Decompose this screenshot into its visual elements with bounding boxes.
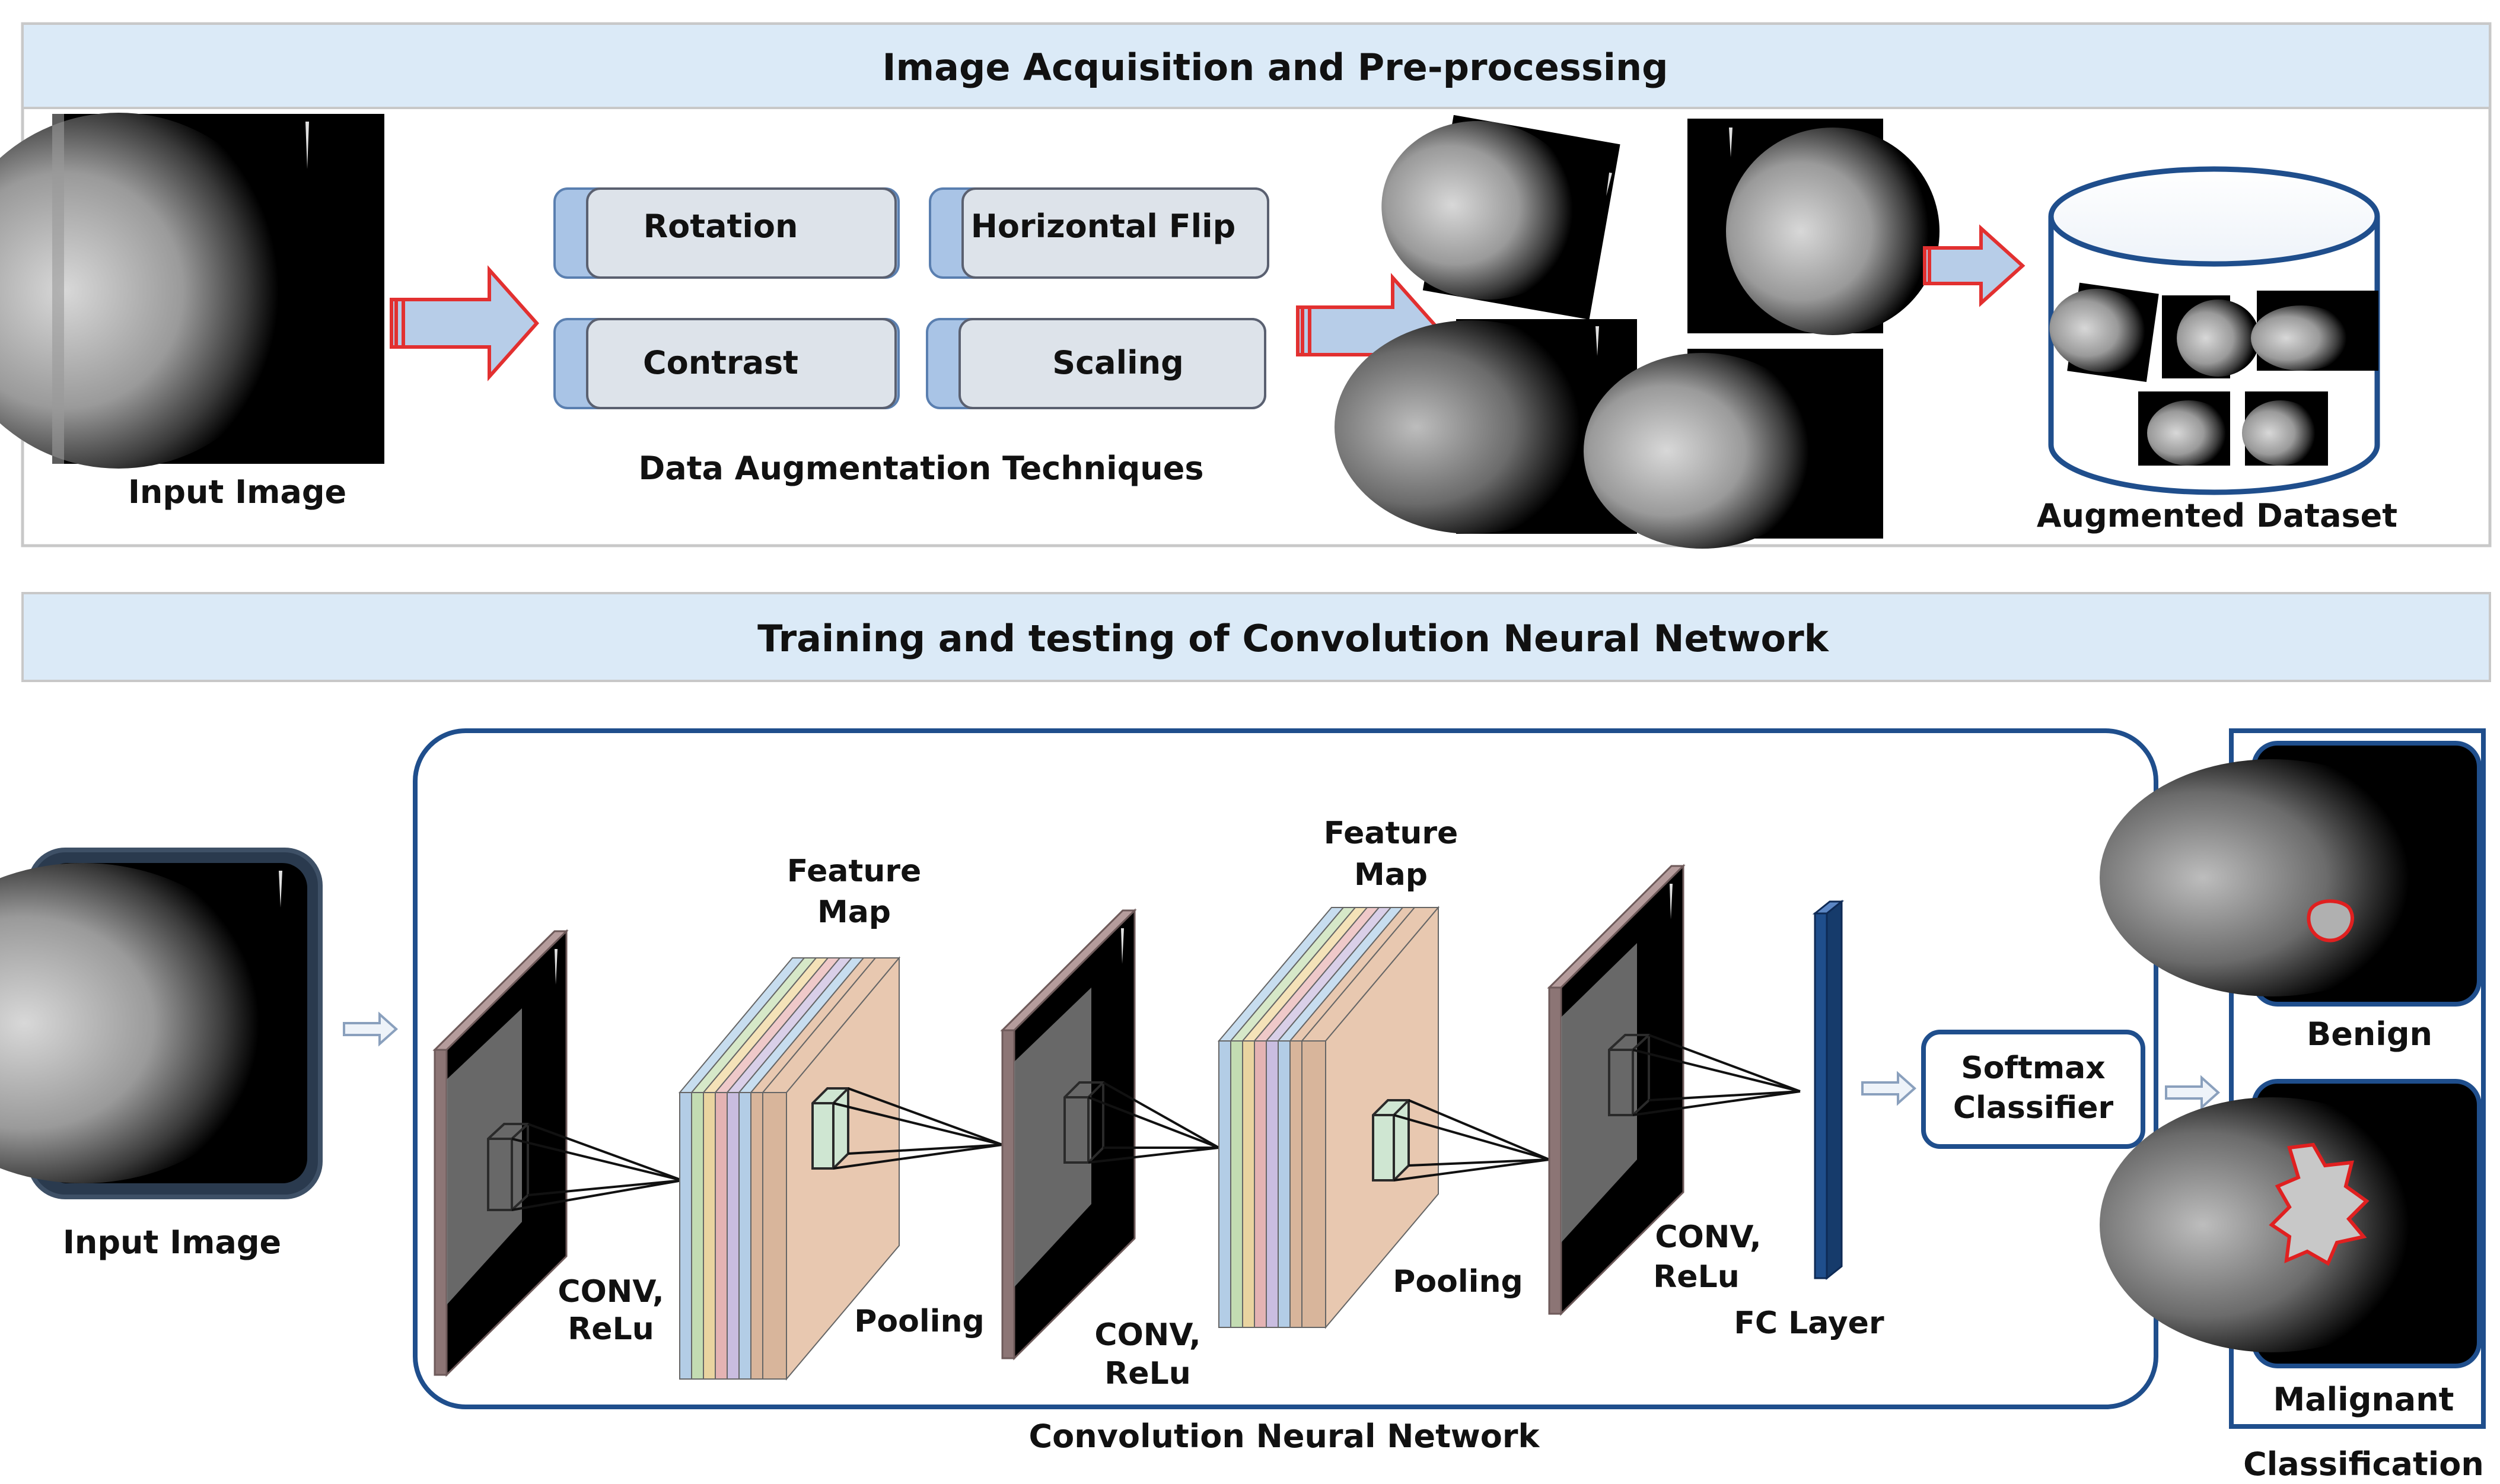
technique-rotation-label: Rotation (644, 208, 798, 245)
pooling-2-label: Pooling (1393, 1264, 1523, 1300)
technique-contrast-label: Contrast (643, 344, 798, 381)
conv-layer-3 (1547, 864, 1686, 1316)
conv-3-label-line1: CONV, (1655, 1219, 1761, 1255)
softmax-classifier-box (1921, 1030, 2145, 1149)
conv-3-projection (1632, 1034, 1801, 1116)
conv-1-projection (511, 1123, 683, 1211)
fc-layer-bar (1812, 899, 1845, 1281)
input-mammogram-top (0, 113, 384, 469)
input-image-caption-bottom: Input Image (63, 1224, 281, 1261)
technique-scaling-label: Scaling (1052, 344, 1183, 381)
feature-map-2-label-line2: Map (1354, 857, 1428, 893)
feature-map-1-label-line2: Map (817, 894, 891, 930)
augmented-sample-flipped (1687, 119, 1940, 335)
feature-map-1 (678, 956, 901, 1381)
arrow-small-2 (1861, 1071, 1917, 1106)
arrow-right-1 (390, 265, 540, 381)
technique-rotation: Rotation (553, 187, 900, 279)
cnn-caption: Convolution Neural Network (1029, 1418, 1540, 1455)
classification-caption: Classification (2243, 1445, 2484, 1483)
benign-example (2100, 741, 2482, 1007)
conv-1-label-line1: CONV, (558, 1274, 664, 1310)
arrow-small-3 (2165, 1075, 2221, 1110)
malignant-example (2100, 1079, 2482, 1368)
conv-2-projection (1088, 1081, 1219, 1164)
fc-layer-label: FC Layer (1734, 1305, 1884, 1341)
softmax-label-line2: Classifier (1953, 1090, 2114, 1126)
technique-horizontal-flip: Horizontal Flip (929, 187, 1269, 279)
section-training: Training and testing of Convolution Neur… (0, 592, 2491, 1483)
techniques-caption: Data Augmentation Techniques (638, 450, 1203, 487)
benign-label: Benign (2307, 1015, 2432, 1053)
arrow-right-3 (1923, 224, 2026, 307)
feature-map-2-label-line1: Feature (1324, 816, 1458, 851)
pool-1-projection (833, 1087, 1003, 1170)
section-preprocessing-title: Image Acquisition and Pre-processing (882, 46, 1668, 89)
pool-2-projection (1393, 1099, 1550, 1182)
conv-3-label-line2: ReLu (1653, 1259, 1739, 1295)
input-mammogram-bottom (0, 848, 323, 1199)
technique-contrast: Contrast (553, 318, 900, 409)
conv-1-label-line2: ReLu (568, 1311, 654, 1347)
section-training-header (21, 592, 2491, 682)
conv-2-label-line2: ReLu (1104, 1356, 1190, 1391)
conv-2-label-line1: CONV, (1094, 1317, 1200, 1353)
section-training-title: Training and testing of Convolution Neur… (757, 617, 1830, 660)
section-preprocessing: Image Acquisition and Pre-processing Inp… (0, 22, 2492, 549)
feature-map-1-label-line1: Feature (787, 854, 922, 889)
augmented-dataset-caption: Augmented Dataset (2037, 497, 2397, 534)
softmax-label-line1: Softmax (1961, 1050, 2105, 1086)
feature-map-2 (1217, 906, 1440, 1329)
pooling-1-label: Pooling (854, 1304, 984, 1339)
conv-layer-2 (1000, 908, 1137, 1361)
section-preprocessing-header (21, 23, 2491, 109)
input-image-caption-top: Input Image (128, 473, 346, 511)
augmented-dataset-cylinder (2048, 166, 2380, 495)
technique-scaling: Scaling (926, 318, 1266, 409)
augmented-sample-rotated (1381, 114, 1620, 320)
malignant-label: Malignant (2273, 1381, 2454, 1418)
arrow-small-1 (343, 1011, 399, 1047)
technique-horizontal-flip-label: Horizontal Flip (971, 208, 1236, 245)
conv-layer-1 (432, 929, 569, 1377)
augmented-sample-scaled (1584, 349, 1883, 549)
